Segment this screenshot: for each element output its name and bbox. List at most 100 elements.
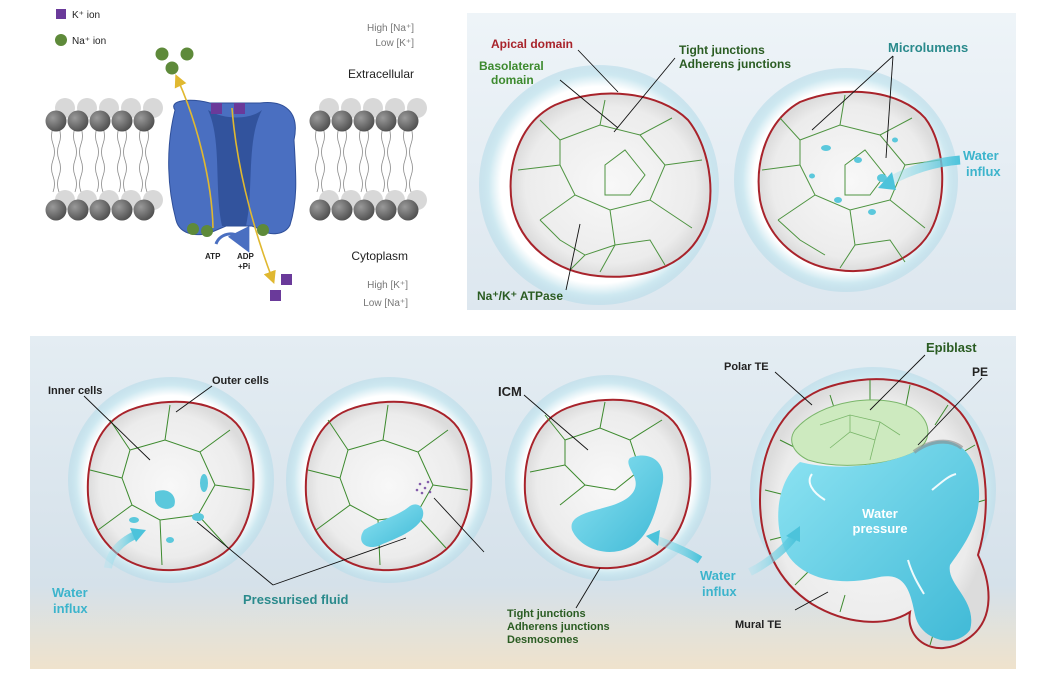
lipid-tail [337,127,347,193]
lipid-head [309,110,331,132]
primitive-endoderm [912,439,964,454]
panel-c-leaders [83,354,983,611]
panel-b-leaders [559,49,894,291]
na-ion [155,47,169,61]
lipid-head [375,199,397,221]
lipid-head [353,110,375,132]
adp-label: ADP [237,252,255,261]
lipid-head [331,199,353,221]
na-ion-bound [257,224,269,236]
microlumens [809,137,898,215]
pi-label: +Pi [238,262,250,271]
panel-blastocyst: Inner cells Outer cells Water influx Pre… [30,336,1016,669]
lipid-head [45,110,67,132]
lipid-head [89,199,111,221]
lipid-tail [359,127,369,193]
lipid-head [397,199,419,221]
panel-morula: Apical domain Basolateral domain Tight j… [467,13,1016,310]
na-ion [180,47,194,61]
pressure-arrows [808,473,957,595]
water-influx-label-3: Water [700,568,736,583]
cell-junctions [517,99,703,273]
lipid-tail [403,127,413,193]
lipid-head [353,199,375,221]
water-influx-label-2: influx [966,164,1001,179]
water-influx-label-4: influx [702,584,737,599]
lipid-head [45,199,67,221]
lipid-head [133,199,155,221]
polar-te-label: Polar TE [724,361,769,373]
water-influx-arrow [885,155,961,186]
k-ion-bound [234,103,245,114]
water-influx-label-1: Water [52,585,88,600]
water-influx-arrowhead [878,172,896,190]
morula-embryo-pressurised [304,400,473,572]
lipid-tail [315,127,325,193]
legend-k-label: K⁺ ion [72,10,100,21]
mural-te-label: Mural TE [735,619,781,631]
lipid-head [111,110,133,132]
epiblast-label: Epiblast [926,340,977,355]
low-na-label: Low [Na⁺] [363,298,408,309]
na-ion-bound [201,225,213,237]
lipid-head [89,110,111,132]
icm-label: ICM [498,384,522,399]
k-ion [281,274,292,285]
k-ion [270,290,281,301]
water-influx-label-1: Water [963,148,999,163]
junctions-label-3: Desmosomes [507,634,579,646]
tight-junctions-label: Tight junctions [679,43,765,57]
cytoplasm-label: Cytoplasm [351,249,408,263]
lipid-tail [139,127,149,193]
atpase-label: Na⁺/K⁺ ATPase [477,289,563,303]
k-influx-arrow [231,107,276,284]
cell-junctions [761,94,941,269]
lipid-tail [73,127,83,193]
water-influx-arrowhead [646,530,660,546]
na-k-pump [168,99,297,236]
water-influx-arrowhead [130,528,146,542]
atp-label: ATP [205,252,221,261]
junctions-label-1: Tight junctions [507,608,586,620]
lipid-head [133,110,155,132]
na-efflux-arrow [174,74,214,229]
panel-pump: K⁺ ion Na⁺ ion High [Na⁺] Low [K⁺] Extra… [45,9,427,309]
lipid-tail [117,127,127,193]
cell-junctions [529,401,663,506]
extracellular-label: Extracellular [348,67,414,81]
high-na-label: High [Na⁺] [367,23,414,34]
basolateral-label-1: Basolateral [479,59,544,73]
adherens-junctions-label: Adherens junctions [679,57,791,71]
blastocoel-cavity [571,455,664,552]
inner-cells-label: Inner cells [48,385,102,397]
lipid-head [397,110,419,132]
legend-na-swatch [55,34,67,46]
water-influx-arrowhead [786,526,800,542]
lipid-tail [51,127,61,193]
na-ion [165,61,179,75]
epiblast-junctions [819,414,901,461]
low-k-label: Low [K⁺] [375,38,414,49]
k-ion-bound [211,103,222,114]
lipid-head [67,110,89,132]
pressurised-fluid-label: Pressurised fluid [243,592,349,607]
apical-domain-label: Apical domain [491,37,573,51]
na-ion-bound [187,223,199,235]
ion-dots [415,480,432,495]
blastocoel-cavity [778,440,980,641]
pe-label: PE [972,365,988,379]
atp-hydrolysis-arrow [214,225,250,253]
water-influx-label-2: influx [53,601,88,616]
morula-embryo [86,400,255,572]
junctions-label-2: Adherens junctions [507,621,610,633]
water-pressure-label-1: Water [862,506,898,521]
lipid-tail [381,127,391,193]
lipid-head [331,110,353,132]
legend-k-swatch [56,9,66,19]
microlumens-label: Microlumens [888,40,968,55]
lipid-head [309,199,331,221]
lipid-head [67,199,89,221]
lipid-bilayer [45,98,427,221]
pressurised-fluid-lumen [361,504,424,548]
